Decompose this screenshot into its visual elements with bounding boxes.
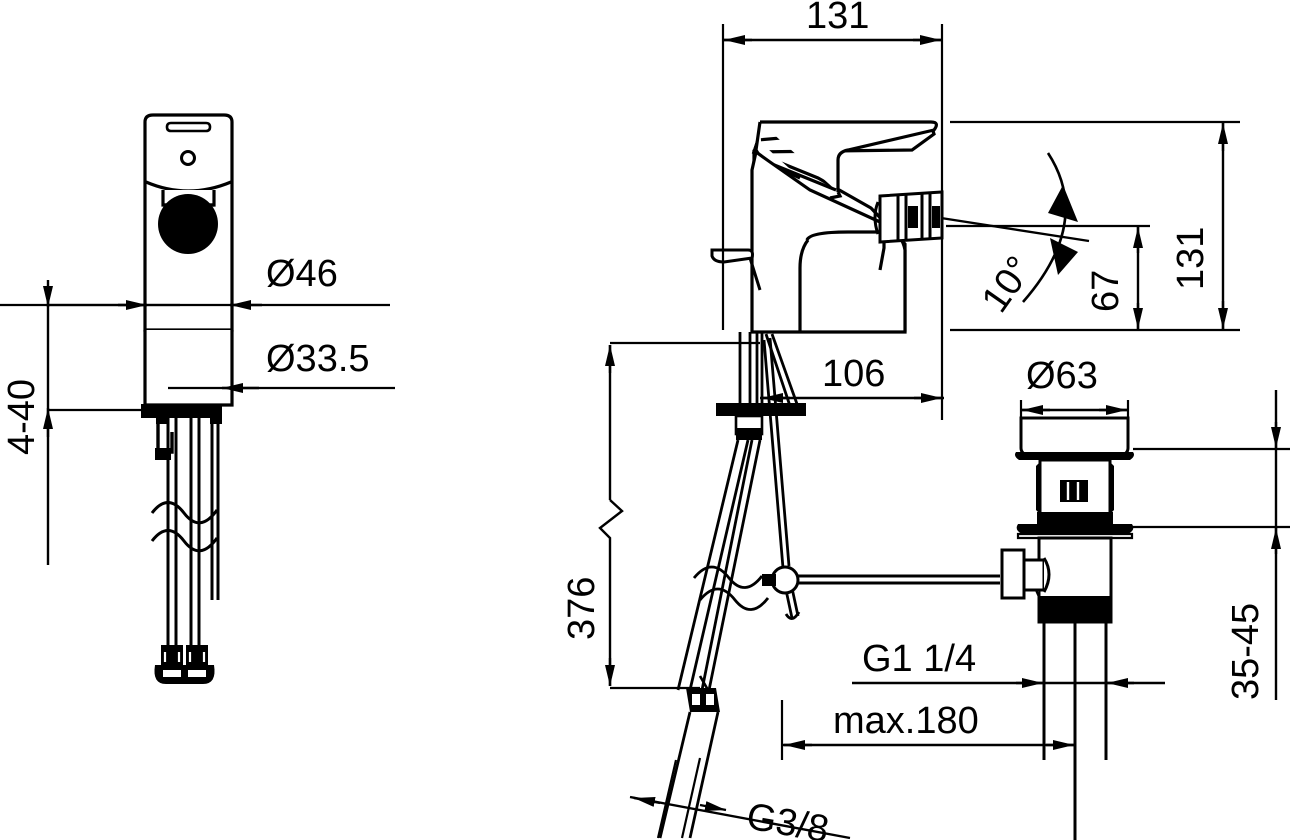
dimension-rng3545 xyxy=(1133,390,1290,700)
front-view-hose-connectors xyxy=(154,645,215,684)
dimension-max180 xyxy=(780,700,1075,760)
side-view-break-symbol xyxy=(692,565,770,611)
dim-label-dia63: Ø63 xyxy=(1026,355,1098,397)
dim-label-w106: 106 xyxy=(822,353,885,395)
dim-label-dia46: Ø46 xyxy=(266,253,338,295)
dimension-G38 xyxy=(629,757,851,840)
dim-label-dia335: Ø33.5 xyxy=(266,338,370,380)
dim-label-h131: 131 xyxy=(1170,227,1212,290)
dimension-w131 xyxy=(721,24,944,420)
dim-label-w131: 131 xyxy=(806,0,869,37)
dimension-ang10 xyxy=(940,152,1090,303)
dimension-G114 xyxy=(852,630,1165,700)
dim-label-h376: 376 xyxy=(561,577,603,640)
side-view-linkage-rod xyxy=(762,565,1000,595)
front-view-group xyxy=(141,113,234,684)
front-view-lever-knob xyxy=(158,194,218,254)
side-view-spout xyxy=(750,149,907,334)
side-view-group xyxy=(658,120,1000,839)
side-view-flex-hoses xyxy=(676,439,762,701)
waste-assembly-group xyxy=(1000,416,1134,840)
dimension-h67 xyxy=(946,224,1150,330)
side-view-hose-nut xyxy=(686,675,720,712)
dimension-h131 xyxy=(950,120,1240,332)
dim-label-G114: G1 1/4 xyxy=(862,638,976,680)
side-view-aerator xyxy=(873,190,944,244)
dimension-range440 xyxy=(43,280,180,565)
waste-side-lever xyxy=(1000,548,1051,600)
dimension-h376 xyxy=(598,341,760,690)
waste-plug-cap xyxy=(1015,416,1134,460)
dim-label-h67: 67 xyxy=(1085,270,1127,312)
dim-label-rng3545: 35-45 xyxy=(1225,603,1267,700)
front-view-indicator-hole xyxy=(180,150,196,166)
side-view-hose-end xyxy=(658,711,720,839)
dim-label-range440: 4-40 xyxy=(1,379,43,455)
front-view-shank-hoses xyxy=(166,405,220,648)
dim-label-max180: max.180 xyxy=(833,700,979,742)
dimension-dia63 xyxy=(1019,400,1130,424)
side-view-popup-rod xyxy=(762,337,801,620)
front-view-break-symbol xyxy=(150,501,219,553)
waste-plug-stem xyxy=(1036,458,1114,519)
side-view-deck-plate xyxy=(716,403,806,440)
front-view-cap-slot xyxy=(165,121,212,133)
